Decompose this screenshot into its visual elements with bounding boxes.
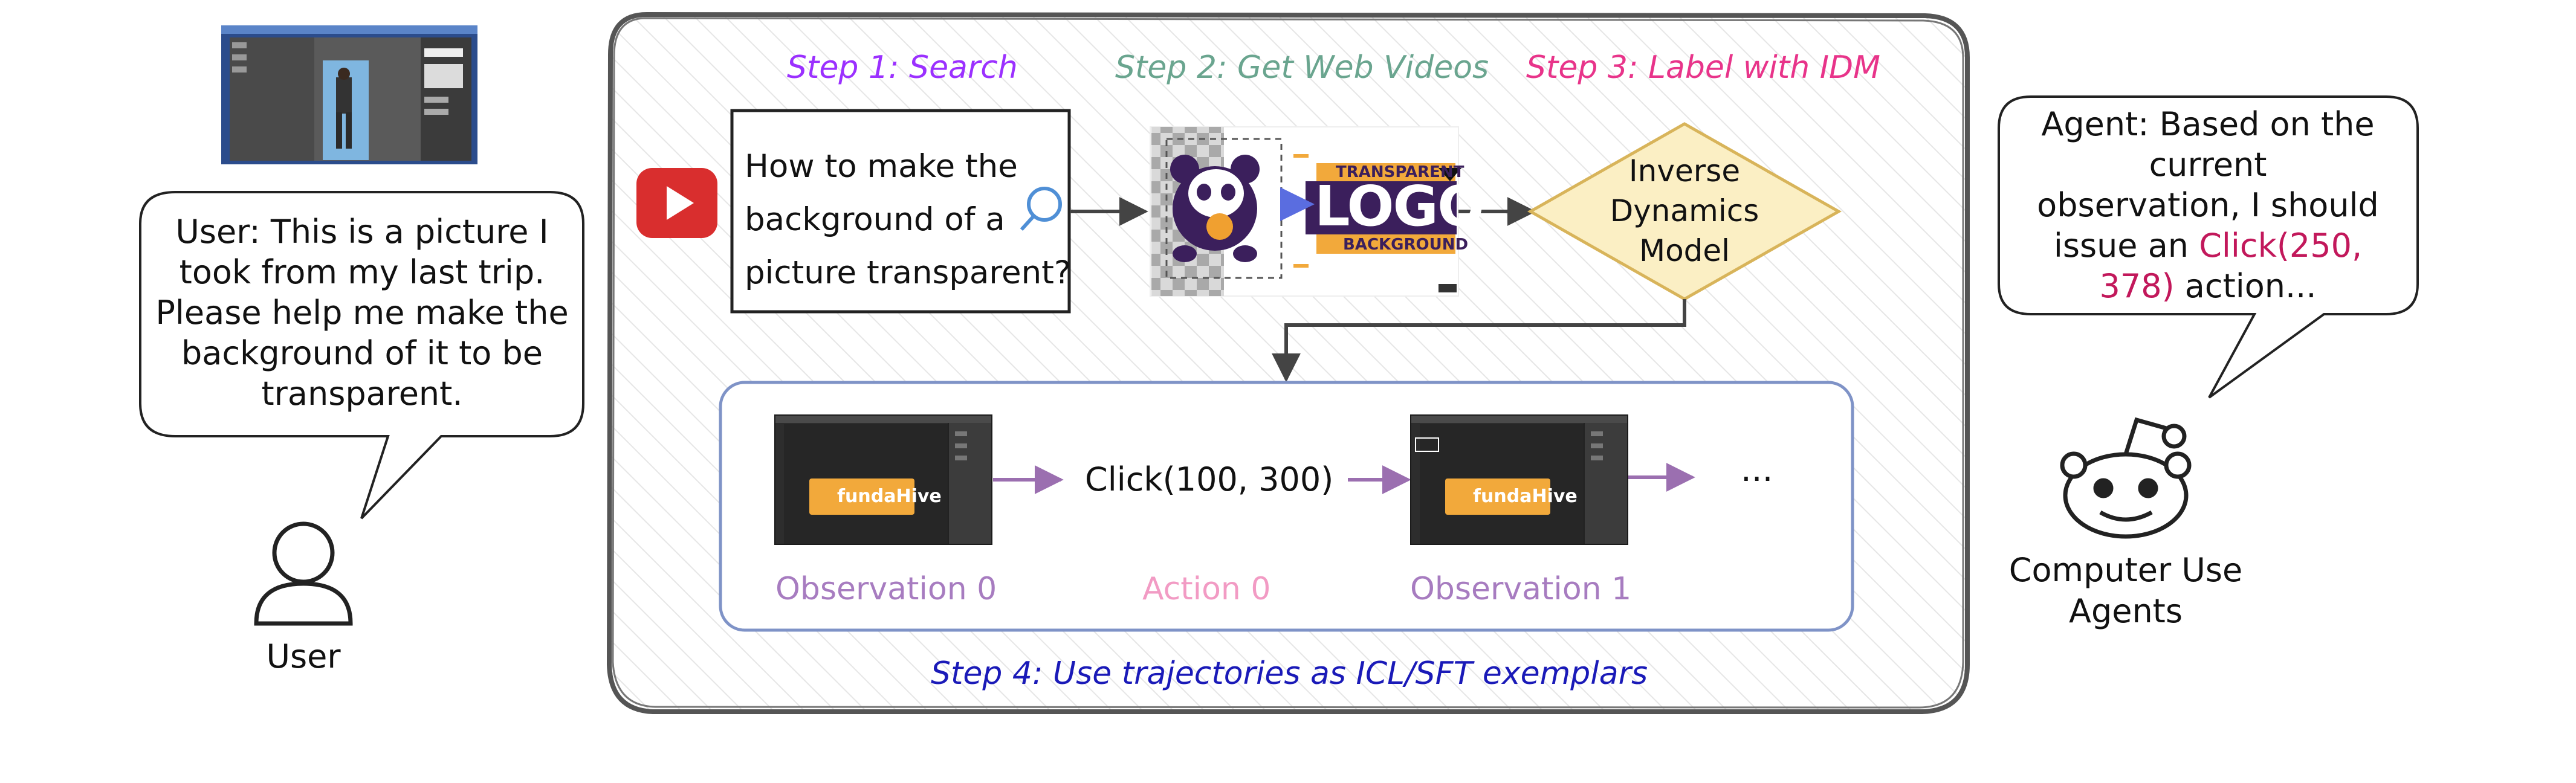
arrow-idm-to-trajectories xyxy=(1272,299,1686,382)
user-speech-line: background of it to be xyxy=(181,334,543,372)
agent-click-action-part1: Click(250, xyxy=(2199,227,2363,265)
observation-0-label: Observation 0 xyxy=(775,571,997,607)
agent-speech-line-4: issue an Click(250, xyxy=(2008,225,2408,266)
user-photo-screenshot xyxy=(221,25,477,164)
search-box xyxy=(730,109,1071,314)
agent-robot-icon xyxy=(2060,417,2192,539)
user-speech-line: User: This is a picture I xyxy=(175,213,549,251)
obs1-logo: fundaHive xyxy=(1445,478,1578,515)
video-thumbnail xyxy=(1150,126,1461,297)
user-label: User xyxy=(266,637,341,675)
idm-label-line: Dynamics xyxy=(1610,193,1759,228)
user-speech-line: Please help me make the xyxy=(155,294,569,332)
agent-speech-text: Agent: Based on the current observation,… xyxy=(2008,104,2408,306)
idm-label-line: Model xyxy=(1639,233,1730,268)
idm-label: Inverse Dynamics Model xyxy=(1594,151,1775,271)
search-query: How to make the background of a picture … xyxy=(745,140,1071,300)
agent-speech-suffix: action... xyxy=(2174,267,2317,305)
action-0-label: Action 0 xyxy=(1142,571,1271,607)
agent-label: Computer Use Agents xyxy=(2005,550,2247,632)
step3-title: Step 3: Label with IDM xyxy=(1526,50,1880,86)
action-0-text: Click(100, 300) xyxy=(1085,460,1334,498)
search-query-line: How to make the xyxy=(745,148,1018,185)
user-icon xyxy=(254,521,353,626)
agent-speech-line: current xyxy=(2149,146,2267,184)
search-icon xyxy=(1020,187,1062,231)
search-query-line: picture transparent? xyxy=(745,254,1072,291)
observation-1-screenshot: fundaHive xyxy=(1410,414,1628,545)
obs0-logo-text: fundaHive xyxy=(837,486,942,507)
agent-speech-issue: issue an xyxy=(2053,227,2199,265)
agent-label-line: Computer Use xyxy=(2008,551,2243,589)
idm-label-line: Inverse xyxy=(1628,153,1741,188)
thumb-text-logo: LOGO xyxy=(1315,174,1484,239)
observation-1-label: Observation 1 xyxy=(1410,571,1632,607)
step4-title: Step 4: Use trajectories as ICL/SFT exem… xyxy=(931,656,1648,692)
user-speech-text: User: This is a picture I took from my l… xyxy=(149,211,575,414)
trajectory-ellipsis: ... xyxy=(1741,450,1773,489)
youtube-icon xyxy=(636,168,717,238)
user-speech-bubble xyxy=(139,191,584,520)
agent-speech-bubble xyxy=(1998,95,2419,399)
observation-0-screenshot: fundaHive xyxy=(774,414,992,545)
obs1-click-highlight xyxy=(1415,437,1439,452)
user-speech-line: took from my last trip. xyxy=(179,253,545,291)
step2-title: Step 2: Get Web Videos xyxy=(1115,50,1489,86)
thumb-text-background: BACKGROUND xyxy=(1343,236,1469,254)
obs1-logo-text: fundaHive xyxy=(1473,486,1578,507)
user-speech-line: transparent. xyxy=(261,375,463,413)
agent-click-action-part2: 378) xyxy=(2099,267,2175,305)
agent-speech-line: observation, I should xyxy=(2037,186,2379,224)
step1-title: Step 1: Search xyxy=(787,50,1018,86)
search-query-line: background of a xyxy=(745,201,1005,238)
thumb-text-transparent: TRANSPARENT xyxy=(1336,163,1464,181)
agent-label-line: Agents xyxy=(2069,592,2183,630)
agent-speech-line-5: 378) action... xyxy=(2008,266,2408,306)
obs0-logo: fundaHive xyxy=(809,478,942,515)
agent-speech-line: Agent: Based on the xyxy=(2041,105,2375,143)
